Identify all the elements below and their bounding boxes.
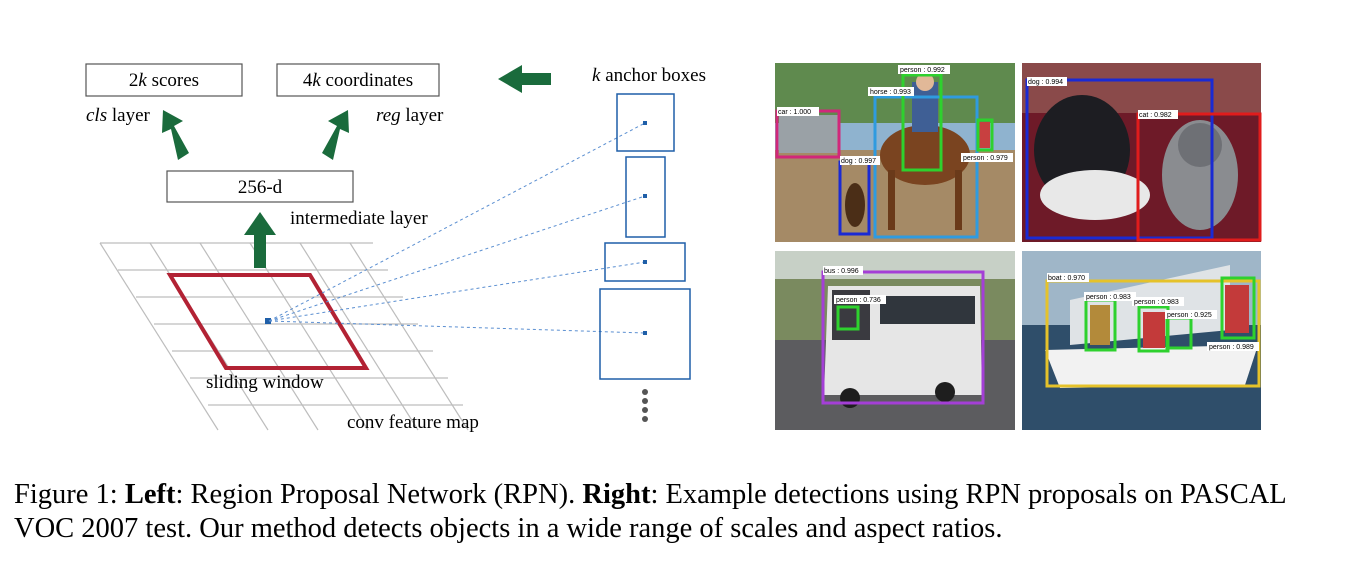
detection-label: horse : 0.993 [870,89,911,96]
bus-scene-boxes [821,270,985,405]
intermediate-box [166,170,354,203]
detection-box [1025,78,1214,240]
detection-label: person : 0.983 [1134,299,1179,306]
detection-label: person : 0.925 [1167,312,1212,319]
detection-label: person : 0.983 [1086,294,1131,301]
boat-scene-boxes [1045,276,1261,388]
detection-label: person : 0.989 [1209,344,1254,351]
scores-label: 2k scores [129,70,199,91]
detection-box [1136,112,1262,242]
pets-scene: dog : 0.994 cat : 0.982 [1022,63,1262,242]
caption-prefix: Figure 1: [14,479,125,510]
arrow-up-intermediate [244,212,276,268]
coordinates-label: 4k coordinates [303,70,413,91]
conv-feature-map-grid [99,242,469,431]
anchor-projection-lines [268,122,646,334]
ellipsis-dots [642,389,648,422]
detection-box [901,73,943,172]
anchor-box-4 [599,288,691,380]
intermediate-box-label: 256-d [238,177,283,198]
boat-scene-labels: boat : 0.970 person : 0.983 person : 0.9… [1047,273,1259,351]
detection-label: person : 0.736 [836,297,881,304]
detection-examples: car : 1.000 horse : 0.993 person : 0.992… [775,63,1262,430]
detection-box [1220,276,1256,340]
detection-label: bus : 0.996 [824,268,859,275]
figure-caption: Figure 1: Left: Region Proposal Network … [14,478,1344,546]
sliding-window [166,273,370,370]
detection-label: boat : 0.970 [1048,275,1085,282]
detection-box [1045,279,1261,388]
anchor-box-2 [625,156,666,238]
rpn-diagram: 2k scores 4k coordinates 256-d cls layer… [85,63,706,433]
detection-box [873,95,979,239]
sliding-window-center [265,318,271,324]
caption-right-text: : Example detections using RPN proposals… [14,479,1286,544]
detection-label: car : 1.000 [778,109,811,116]
caption-right-bold: Right [582,479,651,510]
bus-scene: bus : 0.996 person : 0.736 [775,251,1015,430]
cls-layer-label: cls layer [86,105,151,126]
arrow-reg [322,110,349,160]
scores-box [85,63,243,97]
pets-scene-labels: dog : 0.994 cat : 0.982 [1027,77,1178,119]
detection-label: person : 0.992 [900,67,945,74]
detection-box [821,270,985,405]
pets-scene-boxes [1025,78,1262,242]
horse-scene: car : 1.000 horse : 0.993 person : 0.992… [775,63,1015,242]
detection-label: cat : 0.982 [1139,112,1172,119]
detection-box [976,118,994,152]
detection-label: dog : 0.994 [1028,79,1063,86]
caption-left-bold: Left [124,479,176,510]
anchor-box-1 [616,93,675,152]
flow-arrows [162,65,551,268]
boat-scene: boat : 0.970 person : 0.983 person : 0.9… [1022,251,1261,430]
arrow-left-anchors [498,65,551,93]
sliding-window-label: sliding window [206,372,324,393]
caption-left-text: : Region Proposal Network (RPN). [175,479,583,510]
arrow-cls [162,110,189,160]
coordinates-box [276,63,440,97]
horse-scene-labels: car : 1.000 horse : 0.993 person : 0.992… [777,65,1013,165]
anchor-boxes-label: k anchor boxes [592,65,706,86]
detection-label: person : 0.979 [963,155,1008,162]
intermediate-layer-label: intermediate layer [290,208,428,229]
detection-label: dog : 0.997 [841,158,876,165]
bus-scene-labels: bus : 0.996 person : 0.736 [823,266,886,304]
detection-box [836,305,860,331]
anchor-boxes [599,93,691,380]
conv-feature-map-label: conv feature map [347,412,479,433]
anchor-centers [643,121,647,335]
reg-layer-label: reg layer [376,105,444,126]
anchor-box-3 [604,242,686,282]
